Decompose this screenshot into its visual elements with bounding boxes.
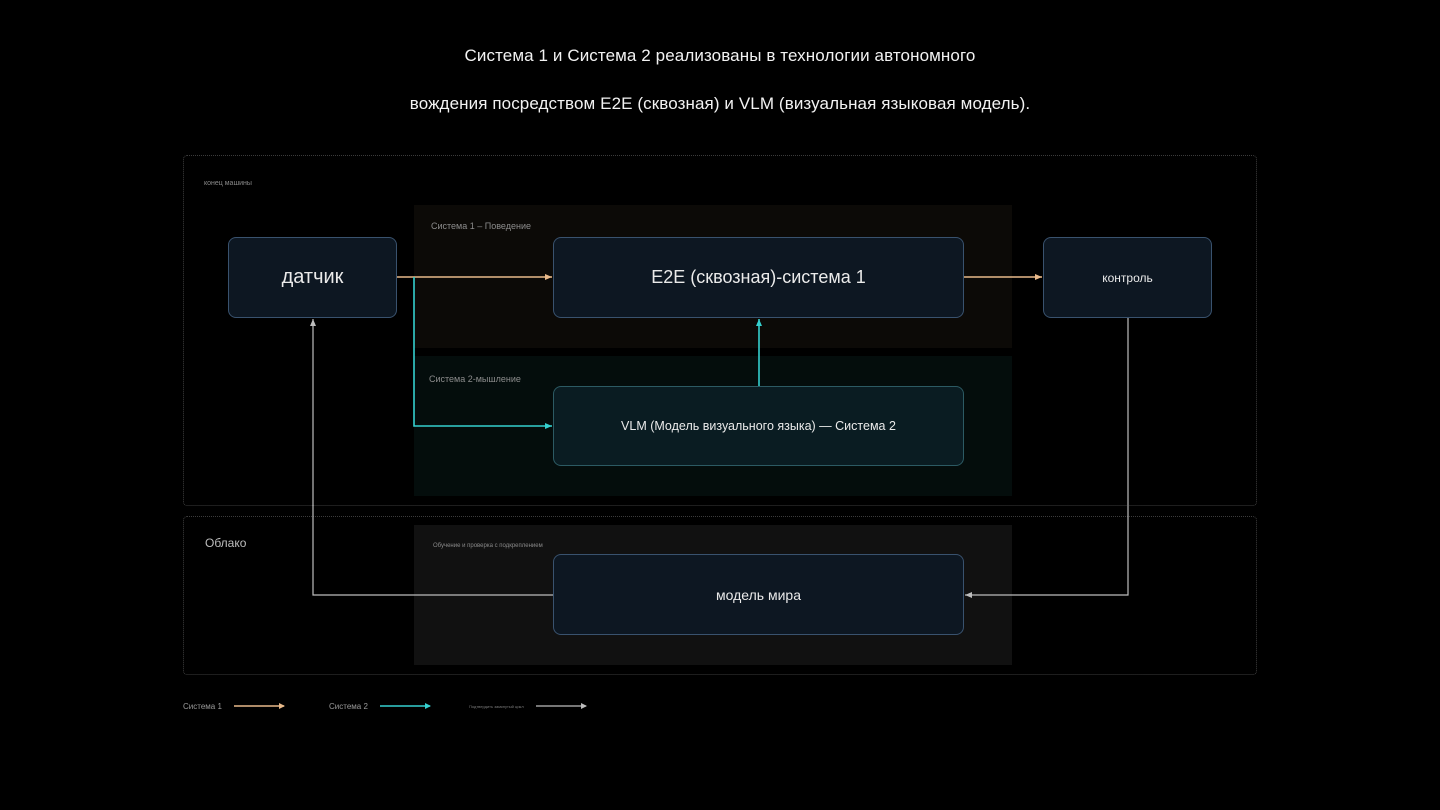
diagram-title-line-2: вождения посредством E2E (сквозная) и VL… bbox=[409, 94, 1031, 113]
legend-item-system1: Система 1 bbox=[183, 700, 286, 712]
system1-zone-label: Система 1 – Поведение bbox=[431, 221, 531, 231]
legend-label-system1: Система 1 bbox=[183, 701, 222, 711]
e2e-system1-node-label: E2E (сквозная)-система 1 bbox=[651, 267, 866, 287]
diagram-title-line-1: Система 1 и Система 2 реализованы в техн… bbox=[464, 46, 976, 65]
legend-label-closed-loop: Подтвердить замкнутый цикл bbox=[469, 703, 524, 709]
cloud-region bbox=[183, 516, 1257, 675]
vehicle-region-label: конец машины bbox=[204, 180, 252, 187]
legend-item-closed-loop: Подтвердить замкнутый цикл bbox=[469, 700, 588, 712]
sensor-node: датчик bbox=[228, 237, 397, 318]
cloud-region-label: Облако bbox=[205, 536, 247, 550]
control-node: контроль bbox=[1043, 237, 1212, 318]
e2e-system1-node: E2E (сквозная)-система 1 bbox=[553, 237, 964, 318]
vlm-system2-node-label: VLM (Модель визуального языка) — Система… bbox=[621, 419, 896, 433]
legend-item-system2: Система 2 bbox=[329, 700, 432, 712]
legend-arrow-closed-loop bbox=[535, 703, 587, 709]
vlm-system2-node: VLM (Модель визуального языка) — Система… bbox=[553, 386, 964, 466]
legend-arrow-system2 bbox=[379, 703, 431, 709]
sensor-node-label: датчик bbox=[281, 266, 344, 288]
system2-zone-label: Система 2-мышление bbox=[429, 374, 521, 384]
control-node-label: контроль bbox=[1102, 270, 1153, 285]
cloud-training-zone-label: Обучение и проверка с подкреплением bbox=[433, 543, 543, 549]
world-model-node-label: модель мира bbox=[716, 586, 801, 603]
legend-label-system2: Система 2 bbox=[329, 701, 368, 711]
legend-arrow-system1 bbox=[233, 703, 285, 709]
world-model-node: модель мира bbox=[553, 554, 964, 635]
vehicle-region bbox=[183, 155, 1257, 506]
